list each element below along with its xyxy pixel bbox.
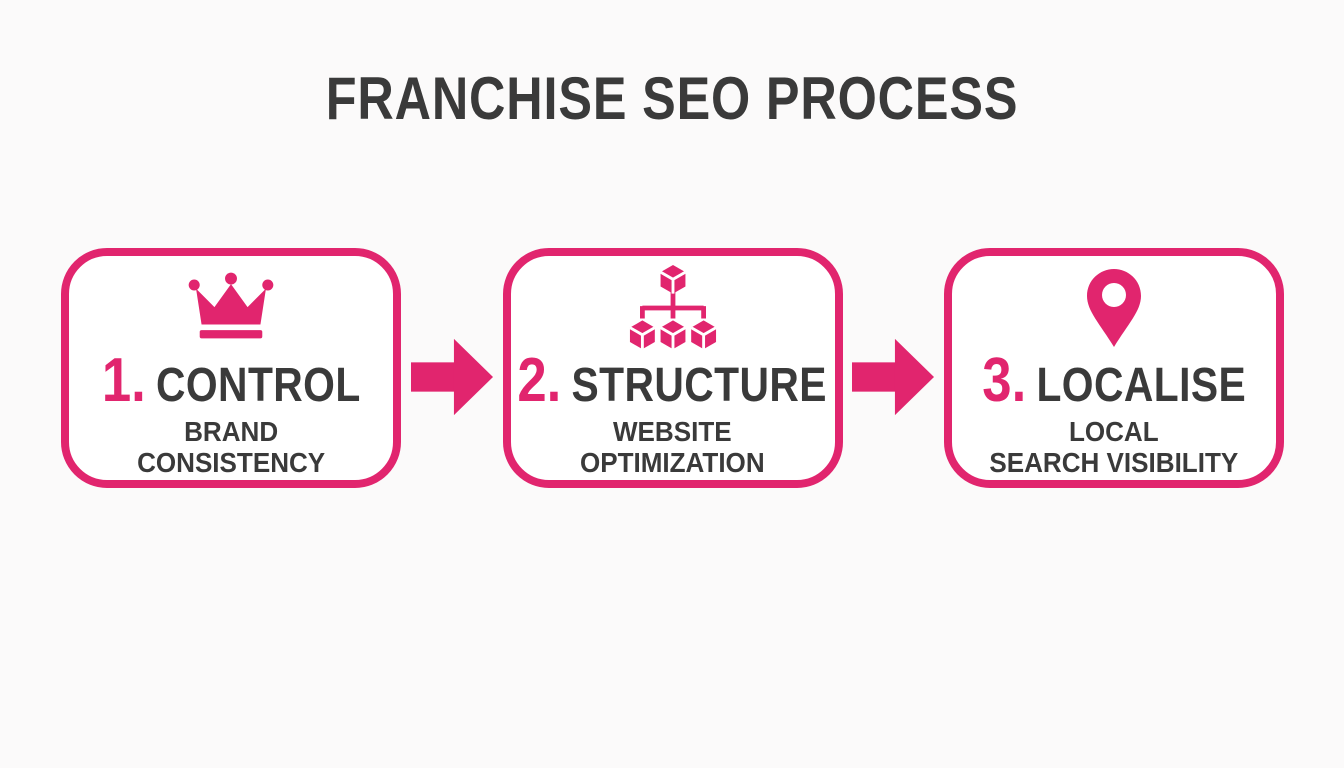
- step-heading-row: 1. CONTROL: [102, 350, 361, 412]
- step-heading: LOCALISE: [1036, 359, 1246, 412]
- step-heading-row: 2. STRUCTURE: [518, 350, 828, 412]
- subtitle-line-1: LOCAL: [1069, 416, 1159, 447]
- step-heading-row: 3. LOCALISE: [982, 350, 1246, 412]
- crown-icon: [185, 264, 277, 352]
- subtitle-line-1: BRAND: [183, 416, 279, 447]
- step-subtitle: WEBSITE OPTIMIZATION: [580, 416, 765, 478]
- step-heading: STRUCTURE: [571, 359, 828, 412]
- subtitle-line-2: SEARCH VISIBILITY: [989, 447, 1239, 478]
- subtitle-line-2: OPTIMIZATION: [580, 447, 765, 478]
- arrow-right-icon: [410, 338, 493, 416]
- step-number: 3.: [982, 346, 1027, 415]
- step-card-localise: 3. LOCALISE LOCAL SEARCH VISIBILITY: [944, 248, 1284, 488]
- step-subtitle: BRAND CONSISTENCY: [137, 416, 325, 478]
- step-card-structure: 2. STRUCTURE WEBSITE OPTIMIZATION: [502, 248, 843, 488]
- step-number: 1.: [101, 346, 146, 415]
- step-card-control: 1. CONTROL BRAND CONSISTENCY: [61, 248, 401, 488]
- step-number: 2.: [517, 346, 562, 415]
- step-subtitle: LOCAL SEARCH VISIBILITY: [990, 416, 1239, 478]
- page-title: FRANCHISE SEO PROCESS: [325, 65, 1019, 132]
- process-flow: 1. CONTROL BRAND CONSISTENCY: [61, 248, 1284, 488]
- arrow-right-icon: [852, 338, 935, 416]
- subtitle-line-1: WEBSITE: [613, 416, 732, 447]
- location-pin-icon: [1082, 264, 1146, 352]
- subtitle-line-2: CONSISTENCY: [136, 447, 326, 478]
- sitemap-cubes-icon: [625, 264, 721, 352]
- step-heading: CONTROL: [155, 359, 361, 412]
